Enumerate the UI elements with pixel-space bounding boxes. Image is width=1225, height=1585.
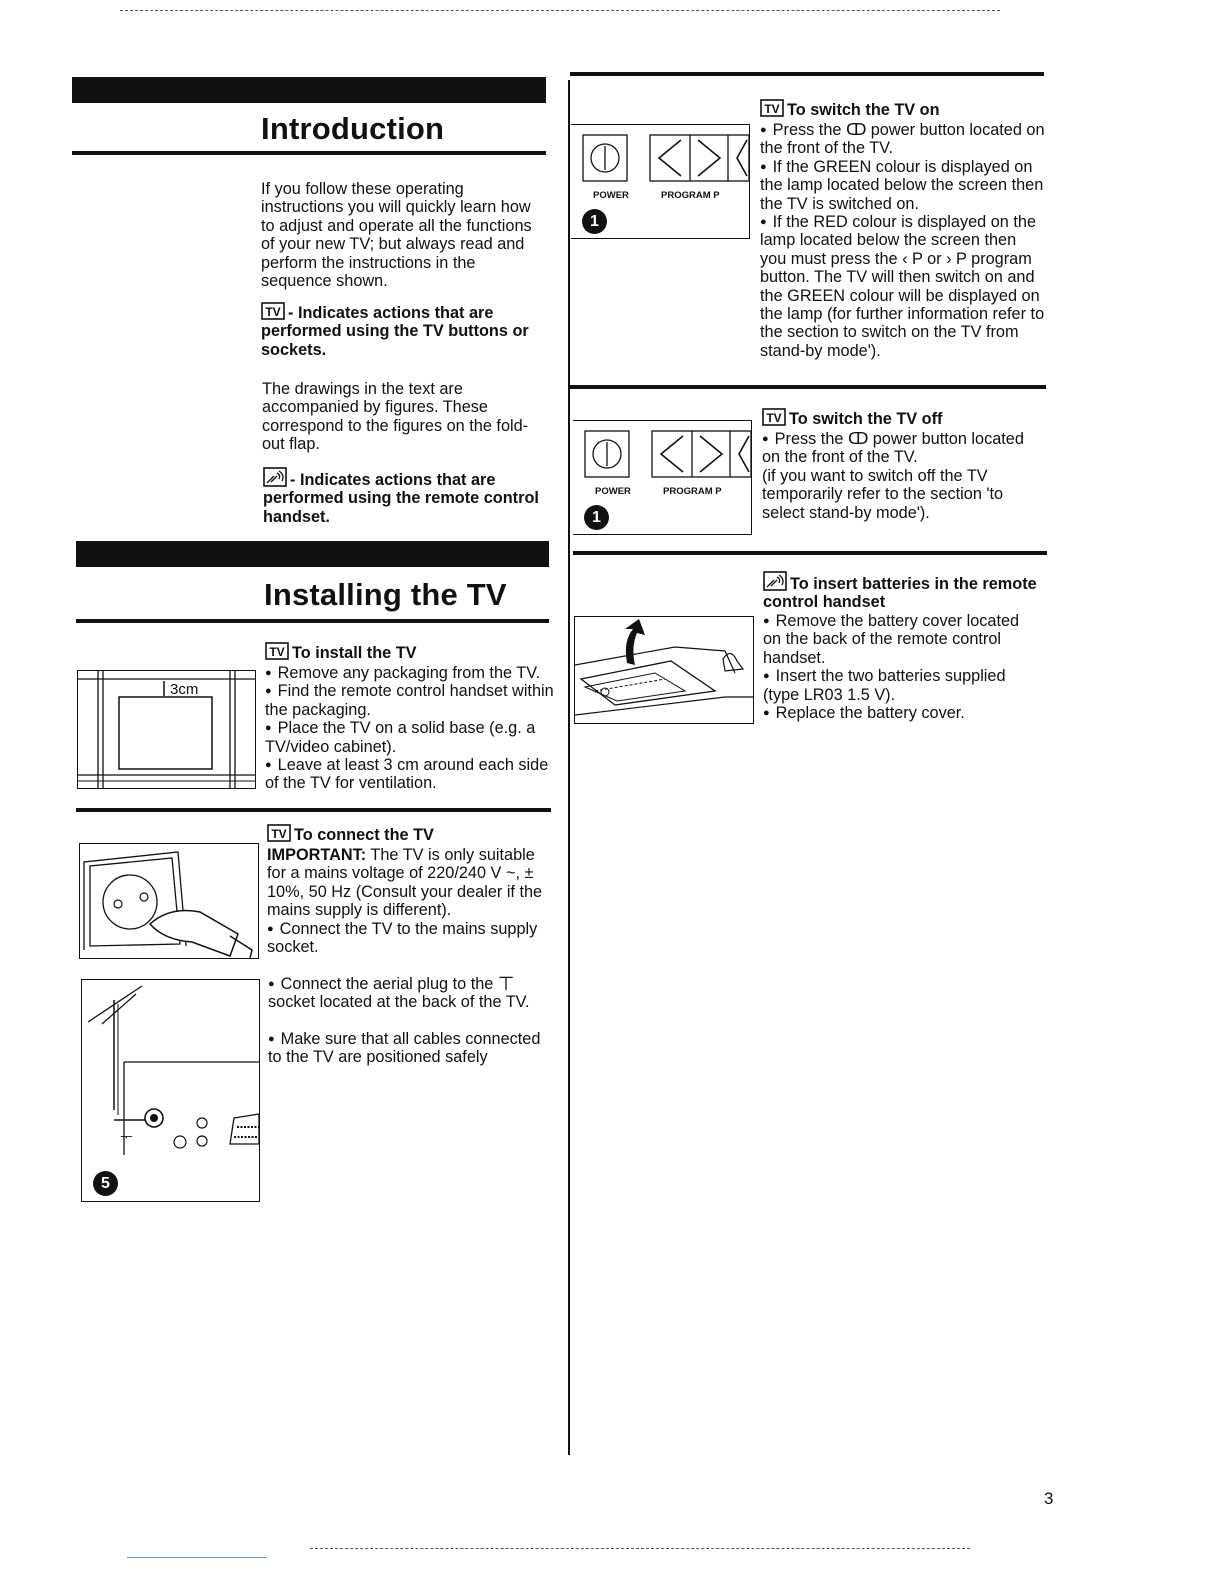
switch-on-figure: POWER PROGRAM P 1 [571, 124, 750, 239]
mains-socket-drawing [83, 851, 253, 958]
connect-important: IMPORTANT: The TV is only suitable for a… [267, 846, 552, 956]
switch-on-bullet-1: Press the ↀ power button located on the … [760, 121, 1045, 158]
page-number: 3 [1044, 1489, 1054, 1508]
aerial-figure: ᅮ 5 [81, 979, 260, 1202]
power-label: POWER [595, 486, 631, 497]
switch-on-rule [570, 72, 1044, 76]
install-bullet-1: Remove any packaging from the TV. [265, 664, 555, 682]
important-label: IMPORTANT: [267, 846, 367, 864]
switch-on-bullet-2: If the GREEN colour is displayed on the … [760, 158, 1045, 213]
important-text: The TV is only suitable for a mains volt… [267, 846, 543, 920]
remote-note: - Indicates actions that are performed u… [263, 467, 548, 526]
connect-heading-text: To connect the TV [294, 826, 434, 844]
switch-on-bullet-3: If the RED colour is displayed on the la… [760, 213, 1045, 360]
batteries-heading: To insert batteries in the remote contro… [763, 571, 1048, 612]
aerial-text: Connect the aerial plug to the ㄒ socket … [268, 975, 553, 1067]
introduction-title: Introduction [261, 111, 445, 146]
installing-title: Installing the TV [264, 577, 507, 612]
connect-bullet: Connect the TV to the mains supply socke… [267, 920, 552, 957]
switch-off-rule [570, 385, 1046, 389]
program-label: PROGRAM P [661, 190, 720, 201]
scan-edge-bottom [310, 1548, 970, 1549]
installing-title-rule [76, 619, 549, 623]
install-bullets: Remove any packaging from the TV. Find t… [265, 664, 555, 793]
figure-number-badge: 5 [93, 1171, 118, 1196]
switch-off-note: (if you want to switch off the TV tempor… [762, 466, 1004, 522]
power-program-buttons-drawing [582, 134, 749, 182]
batteries-bullet-1: Remove the battery cover located on the … [763, 612, 1038, 667]
batteries-heading-text: To insert batteries in the remote contro… [763, 575, 1037, 612]
battery-figure [574, 616, 754, 724]
svg-text:TV: TV [269, 645, 284, 659]
figure-number-badge: 1 [584, 505, 609, 530]
install-bullet-4: Leave at least 3 cm around each side of … [265, 756, 555, 793]
mains-plug-figure [79, 843, 259, 959]
installing-header-bar [76, 541, 549, 567]
aerial-bullet-1: Connect the aerial plug to the ㄒ socket … [268, 975, 553, 1012]
svg-text:TV: TV [764, 102, 779, 116]
batteries-bullets: Remove the battery cover located on the … [763, 612, 1038, 722]
install-bullet-3: Place the TV on a solid base (e.g. a TV/… [265, 719, 555, 756]
install-heading-text: To install the TV [292, 644, 417, 662]
column-divider [568, 80, 570, 1455]
svg-text:TV: TV [766, 411, 781, 425]
switch-on-bullets: Press the ↀ power button located on the … [760, 121, 1045, 360]
switch-off-bullet: Press the ↀ power button located on the … [762, 430, 1042, 467]
batteries-bullet-2: Insert the two batteries supplied (type … [763, 667, 1038, 704]
remote-handset-icon [263, 467, 287, 487]
power-program-buttons-drawing [584, 430, 751, 478]
switch-off-heading: TV To switch the TV off [762, 408, 1047, 428]
introduction-header-bar [72, 77, 546, 103]
switch-on-heading: TV To switch the TV on [760, 99, 1045, 119]
figure-number-badge: 1 [582, 209, 607, 234]
power-label: POWER [593, 190, 629, 201]
switch-on-heading-text: To switch the TV on [787, 101, 940, 119]
connect-heading: TV To connect the TV [267, 824, 552, 844]
remote-handset-icon [763, 571, 787, 591]
tv-buttons-icon: TV [762, 408, 786, 426]
switch-off-figure: POWER PROGRAM P 1 [573, 420, 752, 535]
tv-note-text: - Indicates actions that are performed u… [261, 304, 529, 359]
batteries-bullet-3: Replace the battery cover. [763, 704, 1038, 722]
aerial-bullet-2: Make sure that all cables connected to t… [268, 1030, 553, 1067]
remote-battery-cover-drawing [575, 619, 753, 716]
install-heading: TV To install the TV [265, 642, 550, 662]
svg-text:ᅮ: ᅮ [120, 1129, 133, 1145]
install-figure: 3cm [77, 670, 256, 789]
tv-note: TV- Indicates actions that are performed… [261, 302, 546, 359]
tv-buttons-icon: TV [760, 99, 784, 117]
scan-edge-link-line [127, 1557, 267, 1558]
install-bullet-2: Find the remote control handset within t… [265, 682, 555, 719]
introduction-paragraph: If you follow these operating instructio… [261, 180, 532, 291]
batteries-rule [573, 551, 1047, 555]
connect-rule [76, 808, 551, 812]
ventilation-label: 3cm [170, 681, 199, 698]
tv-buttons-icon: TV [261, 302, 285, 320]
switch-off-heading-text: To switch the TV off [789, 410, 943, 428]
tv-cabinet-drawing [78, 671, 255, 788]
svg-text:TV: TV [271, 827, 286, 841]
scan-edge-top [120, 10, 1000, 11]
tv-buttons-icon: TV [267, 824, 291, 842]
drawings-paragraph: The drawings in the text are accompanied… [262, 380, 529, 454]
switch-off-text: Press the ↀ power button located on the … [762, 430, 1042, 522]
tv-buttons-icon: TV [265, 642, 289, 660]
introduction-title-rule [72, 151, 546, 155]
remote-note-text: - Indicates actions that are performed u… [263, 471, 539, 526]
program-label: PROGRAM P [663, 486, 722, 497]
svg-text:TV: TV [265, 305, 280, 319]
aerial-socket-drawing: ᅮ [87, 985, 259, 1155]
